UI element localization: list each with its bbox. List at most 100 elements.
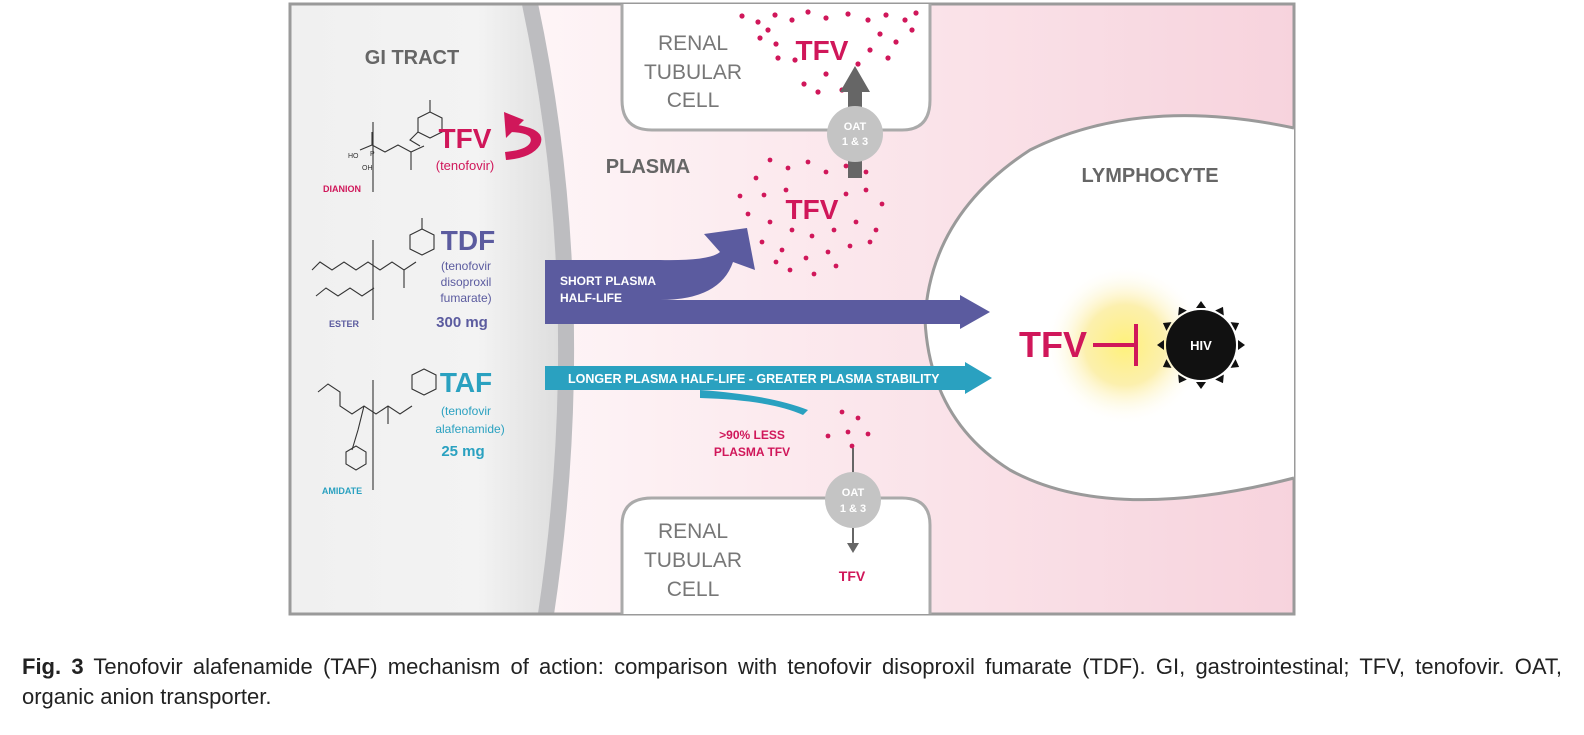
- oat-top-line1: OAT: [844, 121, 867, 133]
- tfv-dot: [772, 12, 778, 18]
- tfv-dot: [825, 433, 831, 439]
- taf-form: AMIDATE: [322, 486, 362, 496]
- tfv-dot: [849, 443, 855, 449]
- tfv-dot: [809, 233, 815, 239]
- oat-bottom-line1: OAT: [842, 487, 865, 499]
- tfv-structure-icon: [359, 100, 443, 192]
- tfv-dot: [779, 247, 785, 253]
- tfv-dot: [902, 17, 908, 23]
- tfv-dot: [737, 193, 743, 199]
- tfv-dot: [767, 157, 773, 163]
- tfv-dot: [877, 31, 883, 37]
- short-half-life-line1: SHORT PLASMA: [560, 274, 656, 288]
- tfv-dot: [843, 163, 849, 169]
- tdf-form: ESTER: [329, 319, 360, 329]
- oat-top-transporter: [827, 106, 883, 162]
- tfv-dot: [893, 39, 899, 45]
- tfv-dot: [867, 47, 873, 53]
- gi-tract-region: [290, 4, 559, 614]
- gi-tract-label: GI TRACT: [365, 47, 459, 69]
- hiv-virus-icon: [1157, 301, 1245, 389]
- tfv-dot: [773, 259, 779, 265]
- tfv-dot: [865, 17, 871, 23]
- tfv-dot: [873, 227, 879, 233]
- hiv-virus-body: [1166, 310, 1236, 380]
- tfv-dot: [815, 89, 821, 95]
- tdf-abbr: TDF: [441, 225, 495, 256]
- tfv-dot: [863, 169, 869, 175]
- renal-bottom-line1: RENAL: [658, 520, 728, 543]
- taf-structure-icon: [317, 368, 437, 490]
- tfv-dot: [761, 192, 767, 198]
- renal-bottom-line2: TUBULAR: [644, 549, 742, 572]
- hiv-spike: [1215, 306, 1224, 316]
- oat-bottom-arrowhead: [847, 543, 859, 553]
- tfv-dot: [839, 409, 845, 415]
- tfv-dot: [811, 271, 817, 277]
- hiv-spike: [1230, 359, 1240, 368]
- tdf-name1: (tenofovir: [441, 259, 491, 273]
- plasma-tfv: TFV: [786, 194, 839, 225]
- less-tfv-line2: PLASMA TFV: [714, 445, 790, 459]
- less-tfv-line1: >90% LESS: [719, 428, 785, 442]
- tfv-dot: [885, 55, 891, 61]
- taf-arrow-main: [545, 362, 992, 394]
- tfv-abbr: TFV: [439, 123, 492, 154]
- tfv-dot: [805, 159, 811, 165]
- taf-arrow-branch: [700, 390, 808, 415]
- hiv-spike: [1178, 306, 1187, 316]
- renal-top-line2: TUBULAR: [644, 61, 742, 84]
- hiv-spike: [1157, 340, 1164, 350]
- renal-bottom-tfv: TFV: [839, 568, 866, 584]
- tfv-dots-renal-top: [739, 9, 919, 95]
- tfv-dot: [843, 191, 849, 197]
- tfv-dot: [792, 57, 798, 63]
- tfv-dot: [773, 41, 779, 47]
- tfv-dot: [855, 415, 861, 421]
- tfv-dot: [783, 187, 789, 193]
- oat-bottom-transporter: [825, 472, 881, 528]
- tfv-dot: [823, 71, 829, 77]
- tfv-dot: [823, 15, 829, 21]
- longer-half-life-label: LONGER PLASMA HALF-LIFE - GREATER PLASMA…: [568, 372, 940, 386]
- hiv-spike: [1230, 322, 1240, 331]
- mechanism-diagram: RENAL TUBULAR CELL TFV RENAL TUBULAR CEL…: [288, 2, 1296, 616]
- tfv-name: (tenofovir): [436, 158, 495, 173]
- tfv-dot: [825, 249, 831, 255]
- tfv-dot: [831, 227, 837, 233]
- tfv-dot: [739, 13, 745, 19]
- tfv-dot: [767, 219, 773, 225]
- tfv-dot: [845, 11, 851, 17]
- hiv-spike: [1238, 340, 1245, 350]
- renal-top-tfv: TFV: [796, 35, 849, 66]
- tfv-dot: [913, 10, 919, 16]
- tfv-dot: [867, 239, 873, 245]
- renal-top-line3: CELL: [667, 89, 720, 112]
- plasma-label: PLASMA: [606, 156, 690, 178]
- renal-top-line1: RENAL: [658, 32, 728, 55]
- tfv-dot: [785, 165, 791, 171]
- hiv-spike: [1162, 359, 1172, 368]
- tfv-dots-less: [825, 409, 871, 449]
- tfv-form: DIANION: [323, 184, 361, 194]
- tfv-dot: [765, 27, 771, 33]
- hiv-spike: [1196, 301, 1206, 308]
- hiv-label: HIV: [1190, 338, 1212, 353]
- tfv-dot: [789, 17, 795, 23]
- hiv-spike: [1162, 322, 1172, 331]
- tfv-structure-atom-p: P: [370, 151, 375, 158]
- renal-bottom-line3: CELL: [667, 578, 720, 601]
- oat-top-line2: 1 & 3: [842, 136, 868, 148]
- tdf-name2: disoproxil: [441, 275, 492, 289]
- tdf-dose: 300 mg: [436, 314, 488, 331]
- tfv-dot: [853, 219, 859, 225]
- oat-bottom-line2: 1 & 3: [840, 503, 866, 515]
- tfv-dot: [803, 255, 809, 261]
- tfv-dot: [759, 239, 765, 245]
- tfv-dot: [755, 19, 761, 25]
- hiv-spike: [1178, 374, 1187, 384]
- tfv-dot: [909, 27, 915, 33]
- tfv-dot: [801, 81, 807, 87]
- tdf-arrow-main: [545, 295, 990, 329]
- tfv-dot: [879, 201, 885, 207]
